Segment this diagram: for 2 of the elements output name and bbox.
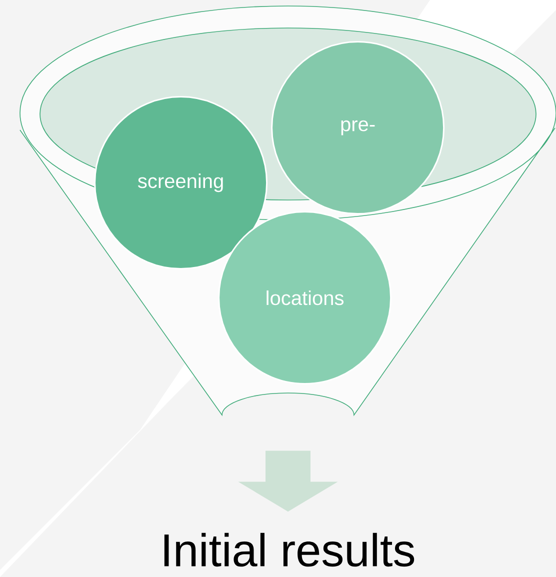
result-text: Initial results xyxy=(164,532,414,567)
block-arrow xyxy=(238,450,338,512)
